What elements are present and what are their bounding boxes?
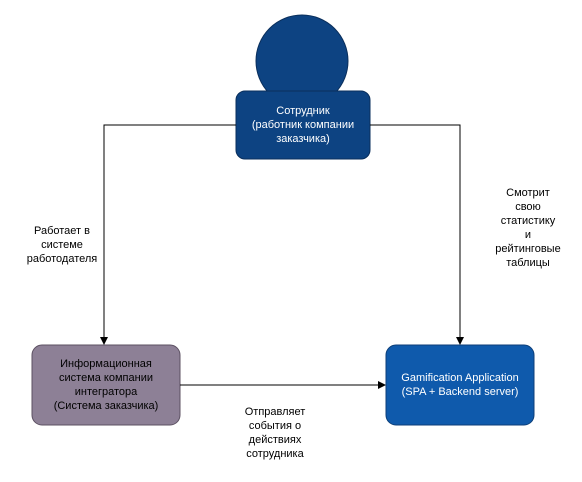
edge-sends-events-label: Отправляет события о действиях сотрудник… (244, 406, 306, 460)
integrator-system-node-label: Информационная система компании интеграт… (53, 358, 159, 412)
edge-works-in-line[interactable] (100, 124, 236, 345)
edge-works-in-label: Работает в системе работодателя (26, 225, 98, 265)
employee-node-label: Сотрудник (работник компании заказчика) (251, 105, 355, 145)
edge-views-stats-label: Смотрит свою статистику и рейтинговые та… (495, 187, 561, 269)
gamification-app-node-shape[interactable] (385, 344, 535, 426)
edge-views-stats-line[interactable] (370, 124, 464, 345)
gamification-app-node-label: Gamification Application (SPA + Backend … (401, 372, 519, 398)
